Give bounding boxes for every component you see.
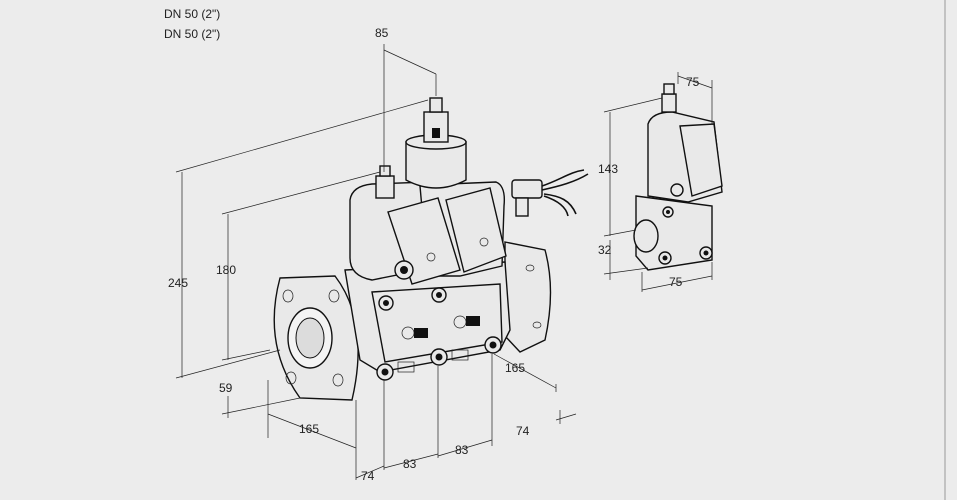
valve-body-front xyxy=(371,283,503,363)
solenoid-nut xyxy=(429,97,443,113)
body-fittings xyxy=(376,287,502,381)
side-solenoid xyxy=(661,93,677,113)
flange-bolt-hole xyxy=(328,289,340,303)
solenoid-coil-tall xyxy=(405,141,467,189)
solenoid-stem xyxy=(423,111,449,143)
dim-165-right: 165 xyxy=(505,361,525,375)
side-gland xyxy=(670,183,684,197)
nominal-size-label-2: DN 50 (2") xyxy=(164,27,221,41)
flange-bore-inner xyxy=(295,317,325,359)
dimension-labels: 85 245 180 59 165 165 74 74 83 83 143 32… xyxy=(168,26,700,483)
flange-bolt-hole xyxy=(532,321,542,329)
dim-245: 245 xyxy=(168,276,188,290)
main-valve-assembly xyxy=(273,97,552,401)
cover-screw xyxy=(426,252,436,262)
flange-bolt-hole xyxy=(282,289,294,303)
dim-75-top: 75 xyxy=(686,75,700,89)
side-solenoid-nut xyxy=(663,83,675,95)
cover-screw xyxy=(479,237,489,247)
flange-bolt-hole xyxy=(285,371,297,385)
dim-75-bottom: 75 xyxy=(669,275,683,289)
right-cover-plate xyxy=(445,187,507,273)
dim-180: 180 xyxy=(216,263,236,277)
solenoid-short xyxy=(375,175,395,199)
dim-83-a: 83 xyxy=(403,457,417,471)
nominal-size-label-1: DN 50 (2") xyxy=(164,7,221,21)
right-flange xyxy=(504,241,552,353)
dimension-lines xyxy=(175,44,713,480)
dim-83-b: 83 xyxy=(455,443,469,457)
flange-bolt-hole xyxy=(525,264,535,272)
cable-gland-hole xyxy=(400,266,408,274)
solenoid-band xyxy=(432,128,440,138)
dim-85: 85 xyxy=(375,26,389,40)
dim-74-right: 74 xyxy=(516,424,530,438)
side-view-assembly xyxy=(633,83,723,271)
solenoid-short-nut xyxy=(379,165,391,177)
side-port xyxy=(633,219,659,253)
dim-32: 32 xyxy=(598,243,612,257)
dim-74-left: 74 xyxy=(361,469,375,483)
dim-165-left: 165 xyxy=(299,422,319,436)
dim-59: 59 xyxy=(219,381,233,395)
side-cover xyxy=(679,123,723,197)
flange-bolt-hole xyxy=(332,373,344,387)
connector-plug xyxy=(511,169,589,217)
dim-143: 143 xyxy=(598,162,618,176)
